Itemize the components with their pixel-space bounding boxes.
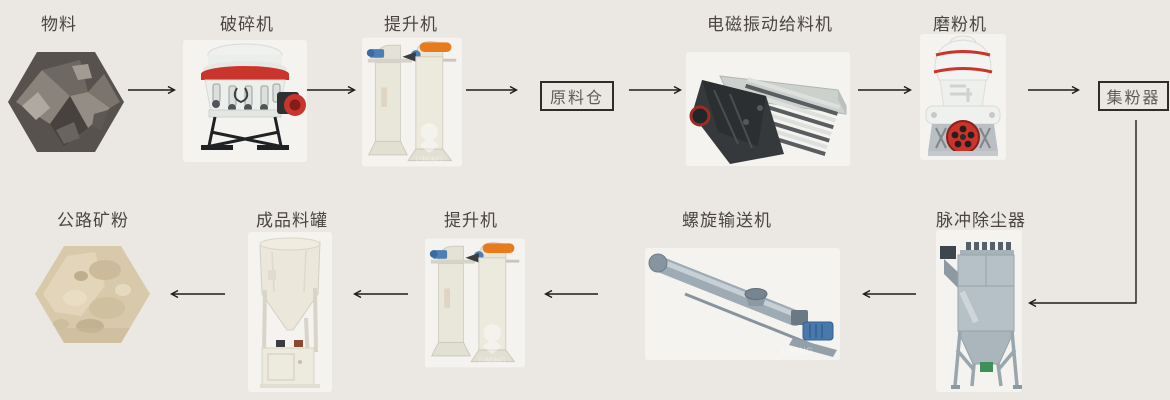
vibrating-feeder-label: 电磁振动给料机 (707, 15, 833, 35)
finished-product-tank-image (248, 232, 332, 392)
crusher-label: 破碎机 (220, 15, 274, 35)
raw-material-silo-box-label: 原料仓 (549, 88, 604, 107)
brand-watermark: LIMING (781, 347, 813, 357)
svg-text:LIMING: LIMING (479, 357, 506, 366)
powder-collector-box: 集粉器 (1098, 81, 1169, 111)
vibrating-feeder-image (686, 52, 850, 166)
road-mineral-powder-image (35, 246, 150, 343)
bucket-elevator-2-label: 提升机 (444, 211, 498, 231)
bucket-elevator-1-label: 提升机 (384, 15, 438, 35)
screw-conveyor-label: 螺旋输送机 (682, 211, 772, 231)
finished-product-tank-label: 成品料罐 (256, 211, 328, 231)
brand-watermark: LIMING (479, 324, 506, 366)
material-image (8, 52, 124, 152)
powder-collector-box-label: 集粉器 (1106, 88, 1161, 107)
raw-material-silo-box: 原料仓 (540, 81, 614, 111)
svg-text:LIMING: LIMING (416, 156, 443, 165)
bucket-elevator-1-image: LIMING (362, 37, 462, 167)
grinding-mill-label: 磨粉机 (933, 15, 987, 35)
road-mineral-powder-label: 公路矿粉 (57, 211, 129, 231)
pulse-dust-collector-label: 脉冲除尘器 (936, 211, 1026, 231)
brand-watermark: LIMING (416, 123, 443, 165)
screw-conveyor-image: LIMING (645, 248, 840, 360)
crusher-image (183, 40, 307, 162)
arrow-collector-to-dust-collector (1028, 120, 1137, 308)
pulse-dust-collector-image (936, 230, 1022, 392)
grinding-mill-image (920, 34, 1006, 160)
material-label: 物料 (41, 15, 77, 35)
bucket-elevator-2-image: LIMING (425, 238, 525, 368)
